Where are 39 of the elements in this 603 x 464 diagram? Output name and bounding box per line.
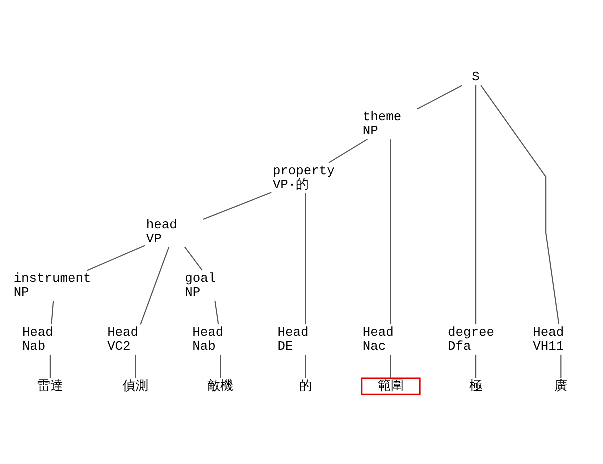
connector bbox=[476, 354, 477, 378]
connector bbox=[50, 354, 51, 378]
node-text: property VP·的 bbox=[272, 163, 335, 192]
connector bbox=[203, 192, 272, 220]
connector bbox=[328, 139, 368, 164]
node-text: degree Dfa bbox=[448, 325, 495, 354]
node-text: head VP bbox=[146, 217, 178, 246]
node-text: Head DE bbox=[278, 325, 309, 354]
node-text: 廣 bbox=[554, 378, 568, 394]
connector bbox=[560, 354, 562, 378]
connector bbox=[305, 193, 306, 324]
node-text: instrument NP bbox=[14, 271, 92, 300]
connector bbox=[390, 354, 392, 378]
connector bbox=[184, 246, 203, 271]
connector bbox=[87, 245, 146, 272]
connector bbox=[135, 354, 136, 378]
connector bbox=[220, 354, 222, 378]
node-text: Head Nab bbox=[22, 325, 54, 354]
node-text: Head VC2 bbox=[108, 325, 139, 354]
node-text: Head Nab bbox=[192, 325, 224, 354]
node-text: Head Nac bbox=[362, 325, 394, 354]
node-text: 雷達 bbox=[37, 378, 64, 394]
connector bbox=[51, 301, 54, 325]
node-box: 範圍 bbox=[361, 378, 421, 396]
connector bbox=[480, 85, 560, 324]
connector bbox=[305, 354, 306, 378]
connector bbox=[476, 86, 477, 324]
node-text: 極 bbox=[470, 378, 483, 394]
node-text: theme NP bbox=[362, 110, 402, 139]
node-text: Head VH11 bbox=[533, 325, 564, 354]
node-text: goal NP bbox=[185, 271, 216, 300]
connector bbox=[140, 247, 170, 325]
connector bbox=[214, 301, 220, 325]
node-text: 偵測 bbox=[122, 378, 149, 394]
node-text: S bbox=[472, 70, 480, 85]
connector bbox=[417, 85, 463, 110]
connector bbox=[390, 140, 392, 324]
node-text: 敵機 bbox=[208, 378, 234, 394]
node-text: 的 bbox=[299, 378, 312, 394]
